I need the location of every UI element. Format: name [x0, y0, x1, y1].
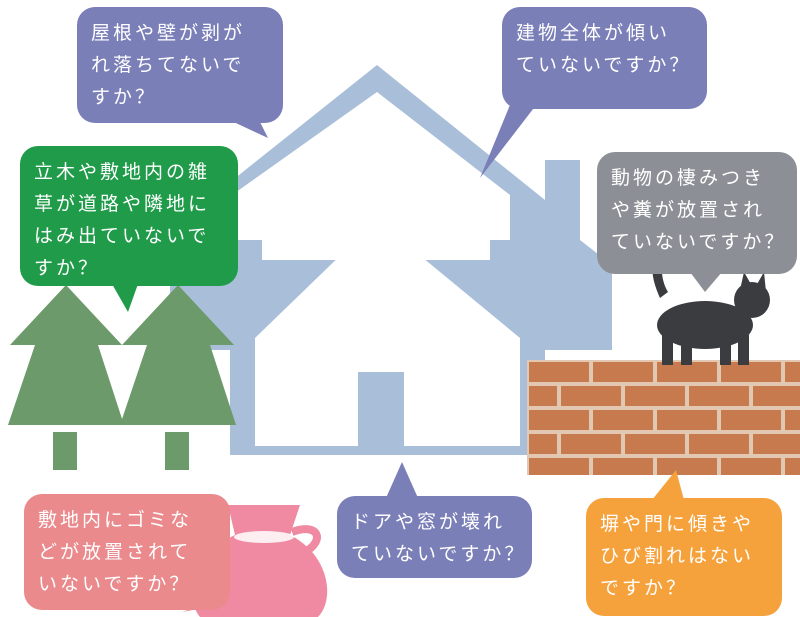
house-icon	[170, 65, 612, 455]
bubble-line: 敷地内にゴミな	[38, 509, 193, 531]
bubble-line: ていないですか？	[351, 543, 527, 565]
bubble-line: ていないですか？	[516, 54, 692, 76]
bubble-line: ドアや窓が壊れ	[351, 511, 506, 533]
bubble-line: 建物全体が傾い	[516, 22, 671, 44]
speech-bubble-trash: 敷地内にゴミな どが放置されて いないですか？	[24, 494, 230, 610]
bubble-line: 塀や門に傾きや	[600, 513, 755, 535]
speech-bubble-tilt: 建物全体が傾い ていないですか？	[502, 7, 707, 109]
bubble-line: どが放置されて	[38, 541, 192, 563]
bubble-line: や糞が放置され	[611, 199, 766, 221]
bubble-line: ひび割れはない	[600, 545, 755, 567]
speech-bubble-animal: 動物の棲みつき や糞が放置され ていないですか？	[597, 152, 797, 274]
bubble-line: れ落ちてないで	[91, 54, 245, 76]
bubble-line: 動物の棲みつき	[611, 167, 766, 189]
speech-bubble-roof: 屋根や壁が剥が れ落ちてないで すか？	[77, 7, 283, 123]
bubble-line: ですか？	[600, 577, 689, 599]
bubble-line: 草が道路や隣地に	[34, 193, 211, 215]
bubble-line: ていないですか？	[611, 231, 787, 253]
bubble-line: 立木や敷地内の雑	[34, 161, 211, 183]
bubble-line: いないですか？	[38, 573, 192, 595]
brick-wall-icon	[527, 360, 800, 475]
bubble-line: すか？	[91, 86, 158, 108]
bubble-line: はみ出ていないで	[34, 225, 210, 247]
speech-bubble-fence: 塀や門に傾きや ひび割れはない ですか？	[586, 498, 782, 616]
bubble-line: 屋根や壁が剥が	[91, 22, 246, 44]
tree-icon	[8, 285, 236, 470]
speech-bubble-tree: 立木や敷地内の雑 草が道路や隣地に はみ出ていないで すか？	[20, 146, 238, 286]
bubble-line: すか？	[34, 257, 101, 279]
speech-bubble-door: ドアや窓が壊れ ていないですか？	[337, 496, 532, 578]
